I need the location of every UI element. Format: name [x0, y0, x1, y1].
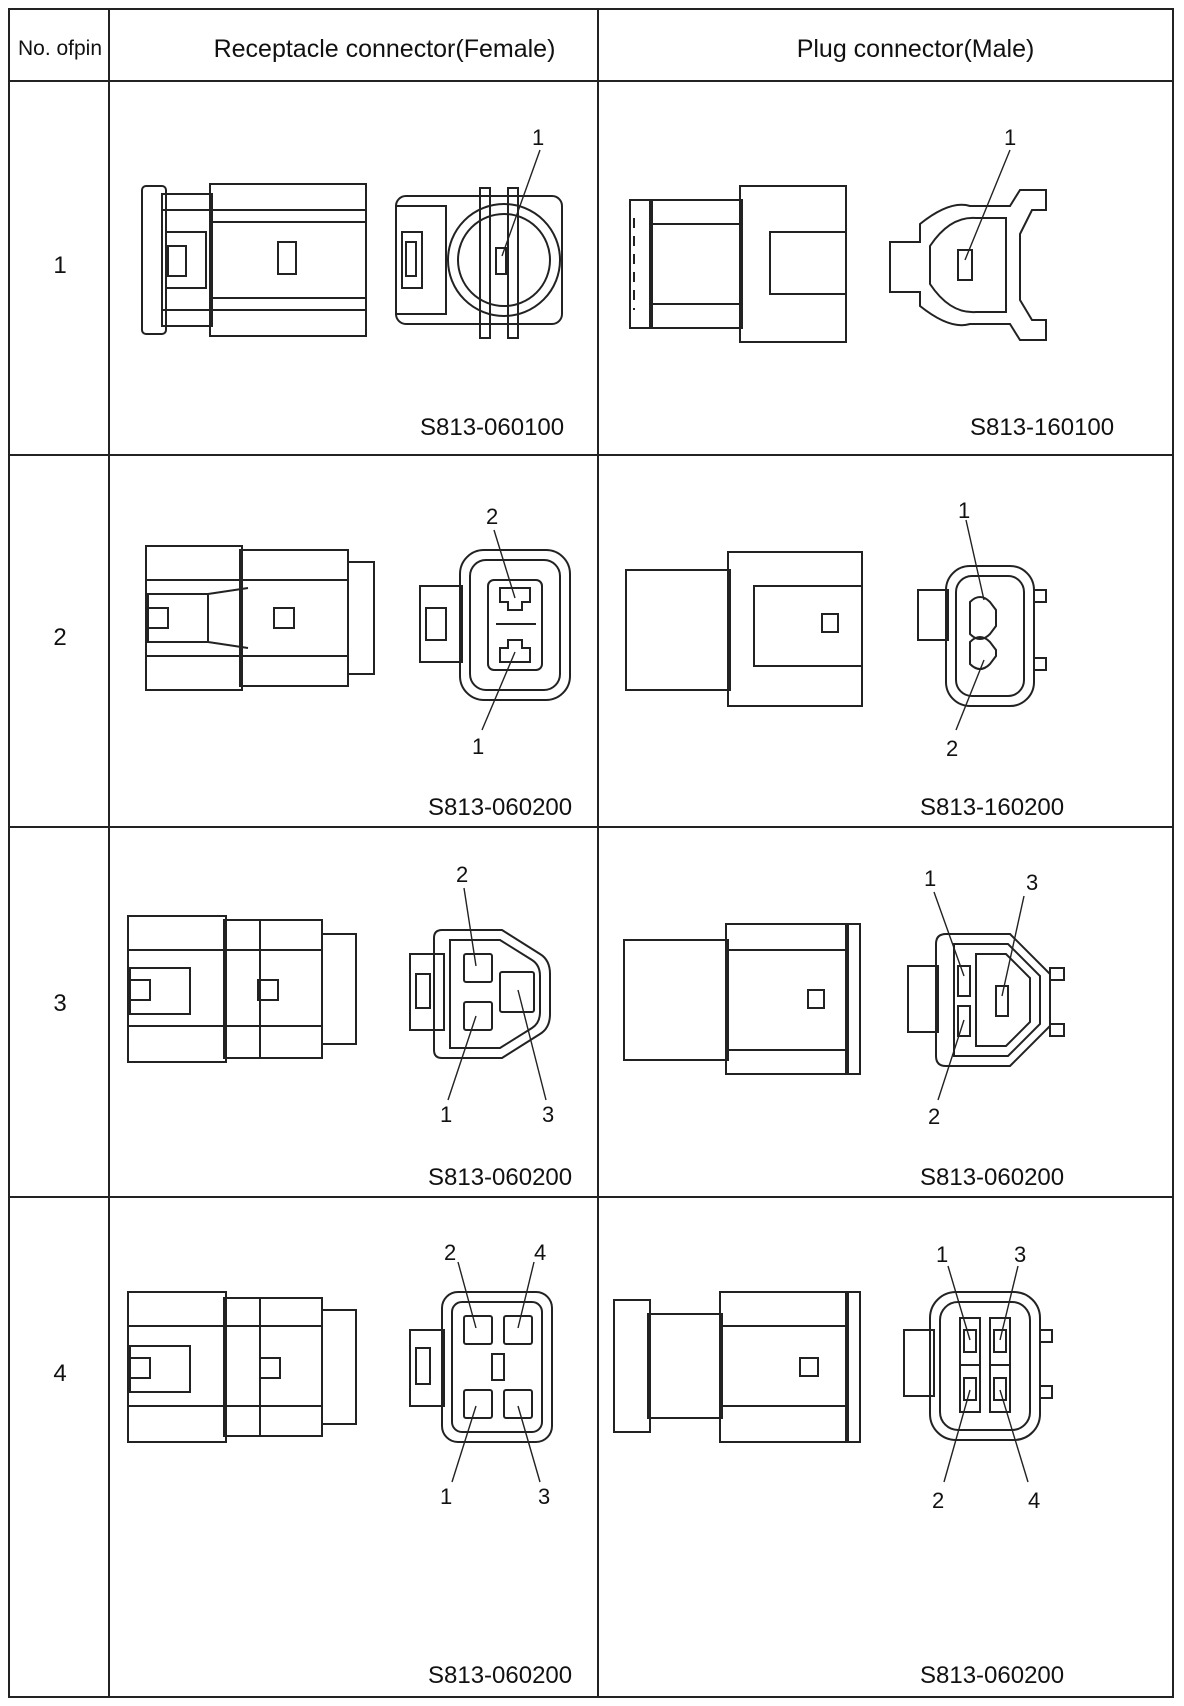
plug-part-number: S813-060200 — [920, 1164, 1065, 1191]
plug-4pin-front-view: 1 3 2 4 — [903, 1242, 1053, 1513]
plug-2pin-side-view — [625, 551, 863, 707]
pin-label: 1 — [472, 734, 484, 759]
pin-label: 2 — [456, 862, 468, 887]
plug-part-number: S813-160100 — [970, 414, 1115, 441]
pin-label: 4 — [534, 1240, 546, 1265]
pin-label: 3 — [1026, 870, 1038, 895]
pin-count-3: 3 — [53, 990, 67, 1017]
header-divider — [10, 80, 1172, 82]
plug-part-number: S813-160200 — [920, 794, 1065, 821]
column-divider — [108, 10, 110, 1696]
pin-label: 3 — [538, 1484, 550, 1509]
header-plug: Plug connector(Male) — [796, 34, 1035, 63]
pin-label: 2 — [946, 736, 958, 761]
pin-label: 1 — [958, 498, 970, 523]
row-divider — [10, 826, 1172, 828]
pin-count-2: 2 — [53, 624, 67, 651]
pin-label: 1 — [440, 1102, 452, 1127]
plug-3pin-front-view: 1 3 2 — [907, 866, 1065, 1129]
pin-label: 2 — [932, 1488, 944, 1513]
receptacle-part-number: S813-060200 — [428, 794, 573, 821]
row-divider — [10, 454, 1172, 456]
pin-count-4: 4 — [53, 1360, 67, 1387]
receptacle-4pin-front-view: 2 4 1 3 — [409, 1240, 553, 1509]
header-receptacle: Receptacle connector(Female) — [213, 34, 556, 63]
plug-1pin-front-view: 1 — [889, 125, 1047, 341]
pin-label: 4 — [1028, 1488, 1040, 1513]
pin-label: 1 — [924, 866, 936, 891]
connector-drawings: 1 1 — [127, 125, 1065, 1513]
receptacle-4pin-side-view — [127, 1291, 357, 1443]
receptacle-part-number: S813-060200 — [428, 1164, 573, 1191]
pin-label: 1 — [1004, 125, 1016, 150]
pin-label: 1 — [440, 1484, 452, 1509]
pin-label: 2 — [486, 504, 498, 529]
receptacle-1pin-side-view — [141, 183, 367, 337]
receptacle-2pin-side-view — [145, 545, 375, 691]
column-divider — [597, 10, 599, 1696]
row-divider — [10, 1196, 1172, 1198]
plug-part-number: S813-060200 — [920, 1662, 1065, 1689]
plug-3pin-side-view — [623, 923, 861, 1075]
pin-label: 1 — [936, 1242, 948, 1267]
receptacle-3pin-front-view: 2 1 3 — [409, 862, 554, 1127]
pin-label: 3 — [542, 1102, 554, 1127]
plug-4pin-side-view — [613, 1291, 861, 1443]
plug-2pin-front-view: 1 2 — [917, 498, 1047, 761]
receptacle-2pin-front-view: 2 1 — [419, 504, 571, 759]
receptacle-part-number: S813-060200 — [428, 1662, 573, 1689]
receptacle-3pin-side-view — [127, 915, 357, 1063]
pin-count-1: 1 — [53, 252, 67, 279]
pin-label: 2 — [928, 1104, 940, 1129]
receptacle-1pin-front-view: 1 — [395, 125, 563, 339]
plug-1pin-side-view — [629, 185, 847, 343]
pin-label: 1 — [532, 125, 544, 150]
receptacle-part-number: S813-060100 — [420, 414, 565, 441]
pin-label: 2 — [444, 1240, 456, 1265]
pin-label: 3 — [1014, 1242, 1026, 1267]
